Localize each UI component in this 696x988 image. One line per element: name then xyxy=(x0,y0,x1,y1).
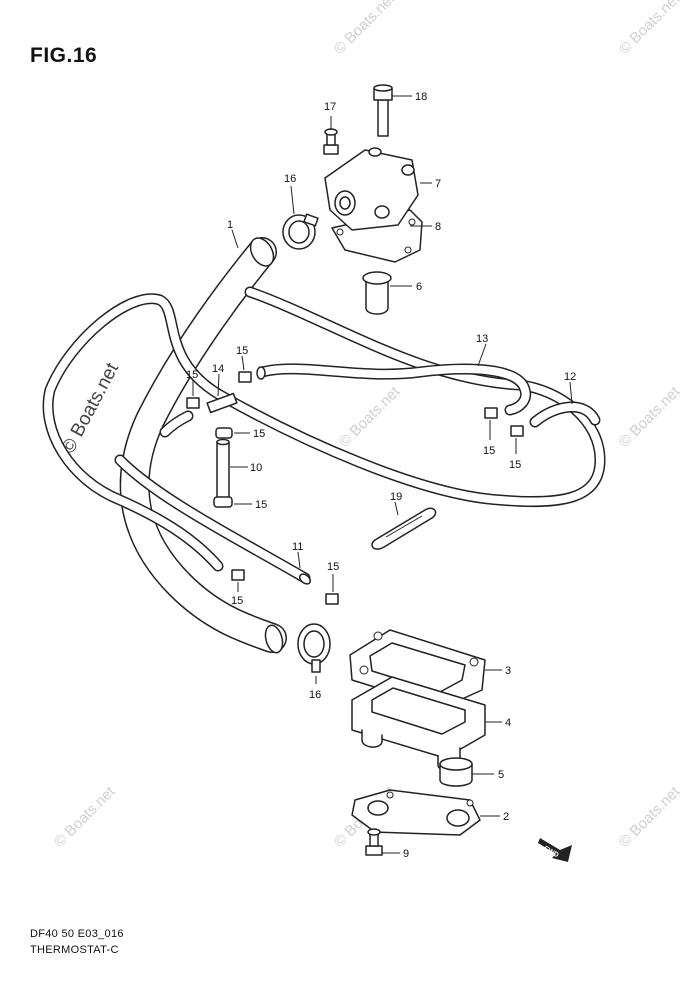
callout-6: 6 xyxy=(416,281,422,293)
callout-15: 15 xyxy=(327,561,339,573)
short-hose xyxy=(159,410,194,438)
bolt-17 xyxy=(323,128,339,155)
hose-11 xyxy=(114,454,312,585)
clamp-15 xyxy=(213,496,233,508)
watermark: © Boats.net xyxy=(616,783,684,851)
clamp-15 xyxy=(231,569,245,581)
callout-15: 15 xyxy=(255,499,267,511)
figure-title: FIG.16 xyxy=(30,44,98,67)
cover-2 xyxy=(351,789,481,836)
pipe-10 xyxy=(216,438,230,501)
callout-10: 10 xyxy=(250,462,262,474)
callout-18: 18 xyxy=(415,91,427,103)
watermark: © Boats.net xyxy=(51,783,119,851)
callout-8: 8 xyxy=(435,221,441,233)
callout-4: 4 xyxy=(505,717,511,729)
callout-13: 13 xyxy=(476,333,488,345)
callout-15: 15 xyxy=(231,595,243,607)
hose-13 xyxy=(256,363,532,416)
leader-lines xyxy=(192,95,573,854)
clamp-15 xyxy=(215,427,233,439)
watermark: © Boats.net xyxy=(336,383,404,451)
callout-15: 15 xyxy=(483,445,495,457)
callout-14: 14 xyxy=(212,363,224,375)
callout-16: 16 xyxy=(309,689,321,701)
watermark: © Boats.net xyxy=(616,383,684,451)
callout-15: 15 xyxy=(236,345,248,357)
callout-11: 11 xyxy=(292,541,303,553)
watermark: © Boats.net xyxy=(331,0,399,58)
callout-12: 12 xyxy=(564,371,576,383)
housing-4 xyxy=(351,676,486,772)
watermark: © Boats.net xyxy=(616,0,684,58)
callout-15: 15 xyxy=(509,459,521,471)
callout-15: 15 xyxy=(253,428,265,440)
callout-15: 15 xyxy=(186,369,198,381)
clamp-15 xyxy=(325,593,339,605)
clamp-15 xyxy=(238,371,252,383)
joint-14 xyxy=(206,392,238,414)
thermostat-5 xyxy=(439,757,473,787)
clamp-15 xyxy=(186,397,200,409)
bolt-9 xyxy=(365,828,383,856)
clamp-15 xyxy=(510,425,524,437)
callout-9: 9 xyxy=(403,848,409,860)
callout-3: 3 xyxy=(505,665,511,677)
watermark-large: © Boats.net xyxy=(58,359,124,457)
thermostat-6 xyxy=(362,271,392,315)
callout-19: 19 xyxy=(390,491,402,503)
diagram-code: DF40 50 E03_016 xyxy=(30,928,124,940)
callouts: 1 2 3 4 5 6 7 8 9 10 11 12 13 14 15 15 1… xyxy=(186,91,576,860)
callout-1: 1 xyxy=(227,219,233,231)
callout-16: 16 xyxy=(284,173,296,185)
hose-12 xyxy=(529,401,601,428)
clamp-16-bottom xyxy=(297,623,331,673)
callout-7: 7 xyxy=(435,178,441,190)
bolt-18 xyxy=(373,84,393,137)
callout-5: 5 xyxy=(498,769,504,781)
callout-17: 17 xyxy=(324,101,336,113)
clamp-15 xyxy=(484,407,498,419)
diagram-name: THERMOSTAT-C xyxy=(30,944,119,956)
strap-19 xyxy=(371,507,437,550)
clamp-16-top xyxy=(282,213,319,250)
hose-1 xyxy=(119,237,287,654)
fwd-label: FWD xyxy=(542,845,559,859)
thermostat-housing-7 xyxy=(324,147,419,231)
callout-2: 2 xyxy=(503,811,509,823)
fwd-arrow-icon: FWD xyxy=(538,838,572,862)
